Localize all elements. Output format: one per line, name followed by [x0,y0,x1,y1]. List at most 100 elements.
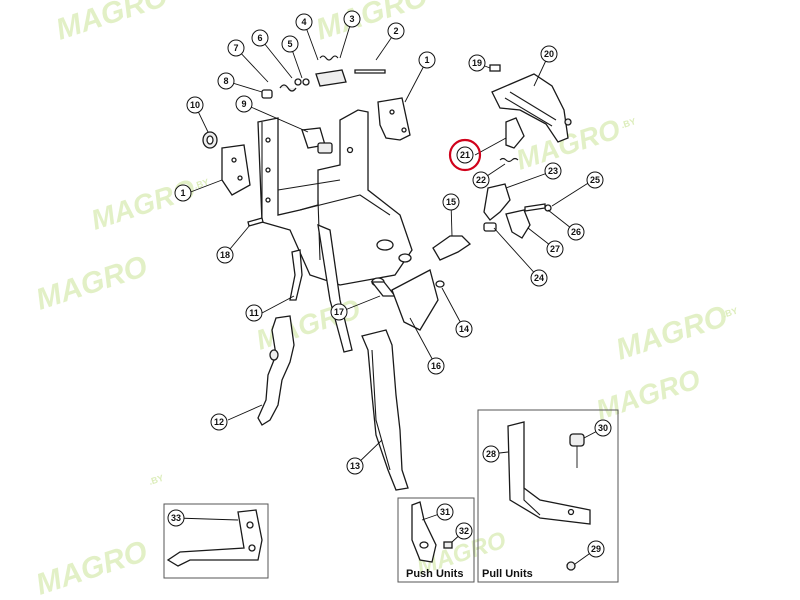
watermark-brand: MAGRO [592,363,704,426]
callout-6: 6 [251,29,269,47]
svg-text:6: 6 [257,33,262,43]
callout-5: 5 [281,35,299,53]
pedal-arm-part [317,223,353,353]
spring-part [319,55,339,61]
svg-text:8: 8 [223,76,228,86]
svg-text:13: 13 [350,461,360,471]
callout-3: 3 [343,10,361,28]
washer-part [302,78,310,86]
svg-text:15: 15 [446,197,456,207]
bushing-part [202,131,218,149]
callout-14: 14 [455,320,473,338]
highlight-ring-callout-21 [448,138,482,172]
callout-33: 33 [167,509,185,527]
main-bracket-part [257,109,413,286]
pin-part [247,217,264,227]
parts-drawing [166,55,591,571]
callout-13: 13 [346,457,364,475]
watermark-brand: MAGRO [312,0,432,47]
svg-text:1: 1 [180,188,185,198]
nut-part [564,118,572,126]
spring-part [279,84,297,92]
svg-text:10: 10 [190,100,200,110]
shift-lever-part [505,117,525,149]
svg-text:3: 3 [349,14,354,24]
rod-part [354,69,386,74]
knob-part [435,280,445,288]
pedal-bushing-part [269,349,279,361]
svg-text:30: 30 [598,423,608,433]
push-unit-bracket-part [411,501,437,563]
svg-text:32: 32 [459,526,469,536]
callout-9: 9 [235,95,253,113]
callout-12: 12 [210,413,228,431]
svg-text:33: 33 [171,513,181,523]
push-units-label: Push Units [406,568,463,580]
hole-part [567,508,575,516]
washer-part [294,78,302,86]
svg-text:17: 17 [334,307,344,317]
right-bracket-plate-part [377,97,411,141]
hole-part [246,521,254,529]
pull-units-label: Pull Units [482,568,533,580]
svg-text:18: 18 [220,250,230,260]
pull-unit-bracket-part [507,421,591,525]
svg-text:9: 9 [241,99,246,109]
callout-16: 16 [427,357,445,375]
knob-part [569,433,585,447]
svg-text:4: 4 [301,17,306,27]
callout-17: 17 [330,303,348,321]
cam-part [505,209,531,239]
shift-bracket-part [483,183,511,221]
plate-part [391,269,439,331]
bracket-part [166,509,263,567]
svg-text:2: 2 [393,26,398,36]
svg-text:14: 14 [459,324,469,334]
svg-text:31: 31 [440,507,450,517]
callout-10: 10 [186,96,204,114]
watermark-brand: MAGRO [52,0,172,47]
rod-part [432,235,472,261]
watermark-brand: MAGRO [32,535,152,600]
svg-text:22: 22 [476,175,486,185]
callout-30: 30 [594,419,612,437]
svg-text:1: 1 [424,55,429,65]
hole-part [419,541,429,549]
watermark-suffix: .BY [193,177,210,191]
left-bracket-plate-part [221,144,251,196]
watermark-suffix: .BY [148,473,165,487]
watermark-brand: MAGRO [612,300,732,367]
link-block-part [315,69,347,87]
svg-text:12: 12 [214,417,224,427]
pin-part [524,203,546,212]
inset-box-33 [163,503,269,579]
callout-26: 26 [567,223,585,241]
callout-32: 32 [455,522,473,540]
callout-22: 22 [472,171,490,189]
svg-text:27: 27 [550,244,560,254]
callout-20: 20 [540,45,558,63]
hole-part [248,544,256,552]
spring-part [499,157,519,163]
svg-text:19: 19 [472,58,482,68]
sector-plate-part [491,73,569,143]
callout-2: 2 [387,22,405,40]
callout-18: 18 [216,246,234,264]
watermark-layer: MAGRO .BY MAGRO MAGRO .BY MAGRO .BY MAGR… [32,0,739,600]
callout-bubbles: 1 1 2 3 4 5 6 7 8 9 10 11 12 13 14 15 16… [167,10,612,558]
watermark-brand: MAGRO [32,250,152,317]
bolt-part [443,541,453,549]
svg-text:23: 23 [548,166,558,176]
inset-box-pull-units [477,409,619,583]
watermark-suffix: .BY [722,306,739,320]
callout-11: 11 [245,304,263,322]
svg-text:21: 21 [460,150,470,160]
long-pedal-part [361,329,409,491]
callout-24: 24 [530,269,548,287]
pivot-tube-part [370,277,397,297]
callout-29: 29 [587,540,605,558]
spacer-part [483,222,497,232]
svg-text:28: 28 [486,449,496,459]
callout-4: 4 [295,13,313,31]
